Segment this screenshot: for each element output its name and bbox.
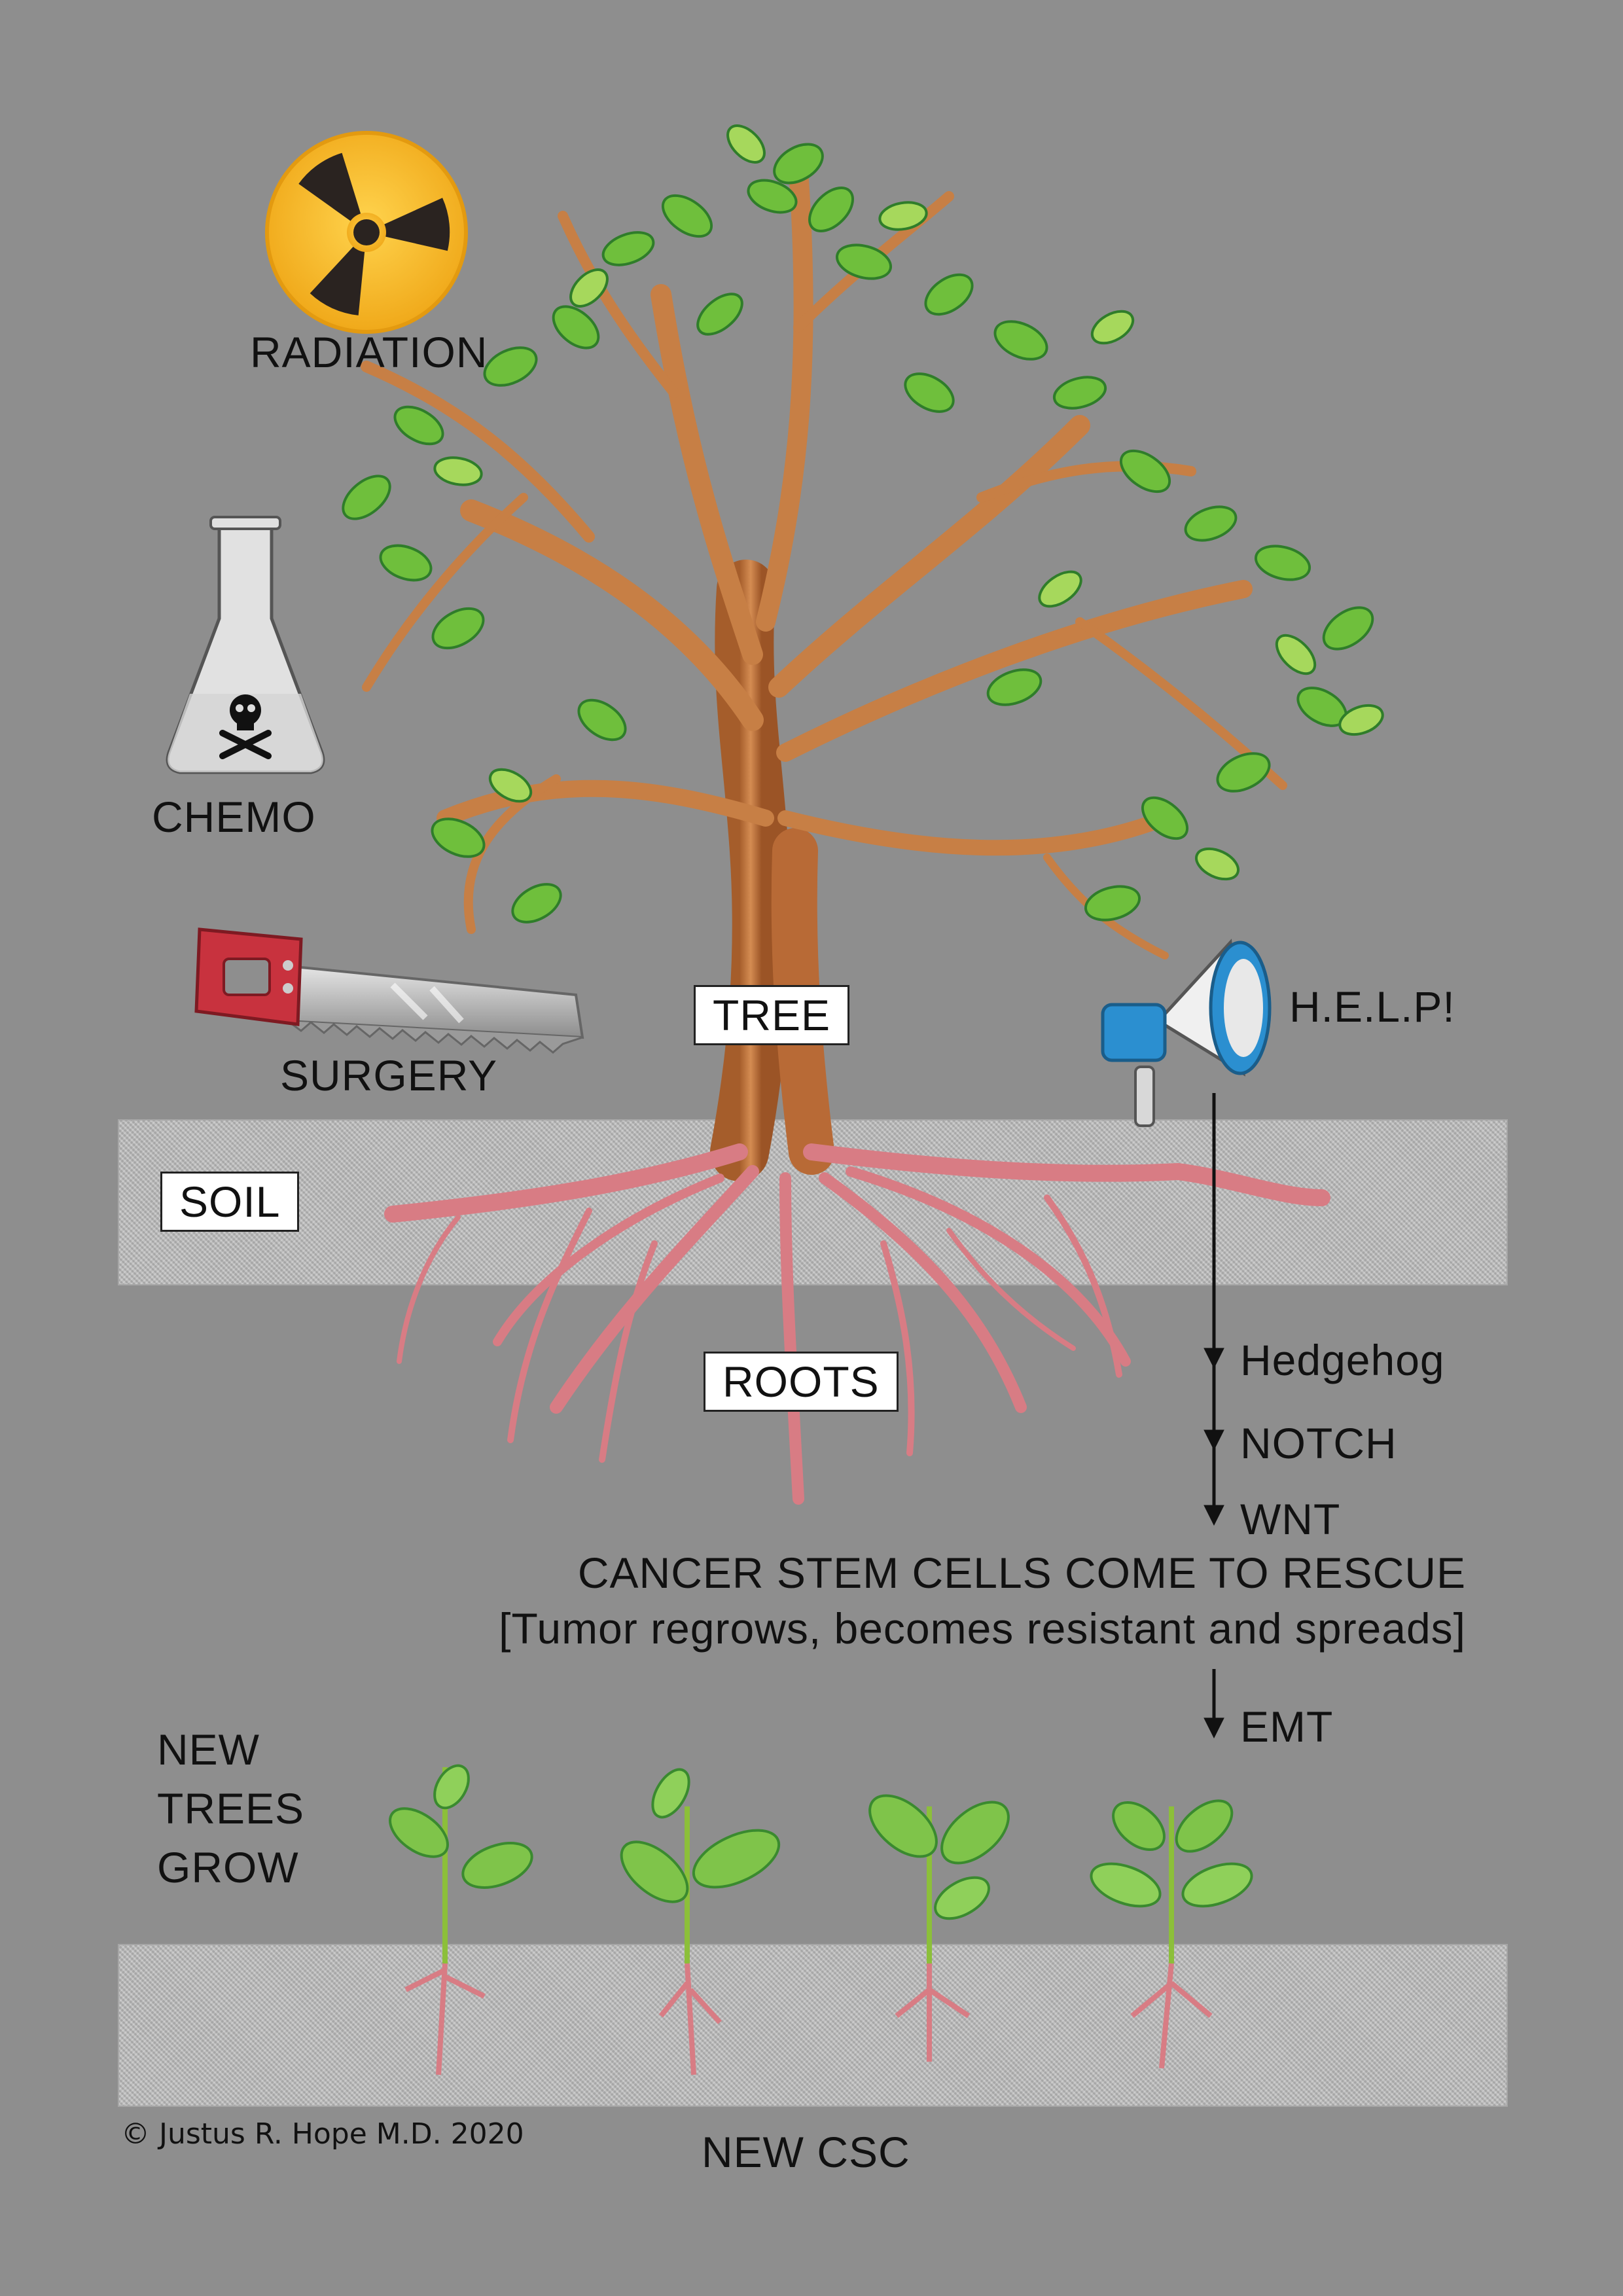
seedlings bbox=[389, 1764, 1253, 2075]
label-radiation: RADIATION bbox=[250, 328, 488, 376]
saw-icon bbox=[194, 927, 584, 1054]
seedling-1 bbox=[389, 1764, 533, 2075]
label-new-trees-2: TREES bbox=[157, 1784, 305, 1833]
radiation-icon bbox=[265, 131, 468, 334]
rescue-title: CANCER STEM CELLS COME TO RESCUE bbox=[577, 1549, 1466, 1597]
label-tree: TREE bbox=[694, 985, 850, 1045]
tree-canopy-leaves bbox=[342, 124, 1384, 924]
rescue-subtitle: [Tumor regrows, becomes resistant and sp… bbox=[499, 1604, 1466, 1653]
tree-trunk bbox=[361, 160, 1287, 1181]
label-new-trees-1: NEW bbox=[157, 1725, 260, 1774]
label-new-csc: NEW CSC bbox=[702, 2128, 910, 2176]
label-help: H.E.L.P! bbox=[1289, 982, 1455, 1031]
label-chemo: CHEMO bbox=[152, 793, 316, 841]
seedling-4 bbox=[1090, 1799, 1253, 2069]
label-emt: EMT bbox=[1240, 1702, 1334, 1751]
megaphone-icon bbox=[1101, 939, 1272, 1127]
tree-roots bbox=[384, 1143, 1330, 1505]
label-hedgehog: Hedgehog bbox=[1240, 1336, 1445, 1384]
label-surgery: SURGERY bbox=[280, 1051, 498, 1100]
pathway-arrows bbox=[1204, 1093, 1224, 1739]
label-notch: NOTCH bbox=[1240, 1419, 1397, 1467]
label-roots: ROOTS bbox=[704, 1352, 899, 1412]
copyright: © Justus R. Hope M.D. 2020 bbox=[121, 2117, 524, 2151]
label-new-trees-3: GROW bbox=[157, 1843, 299, 1892]
soil-band-bottom bbox=[118, 1944, 1508, 2107]
seedling-2 bbox=[620, 1768, 781, 2075]
flask-skull-icon bbox=[166, 516, 325, 774]
label-wnt: WNT bbox=[1240, 1495, 1341, 1543]
label-soil: SOIL bbox=[160, 1172, 300, 1232]
seedling-3 bbox=[868, 1794, 1010, 2062]
